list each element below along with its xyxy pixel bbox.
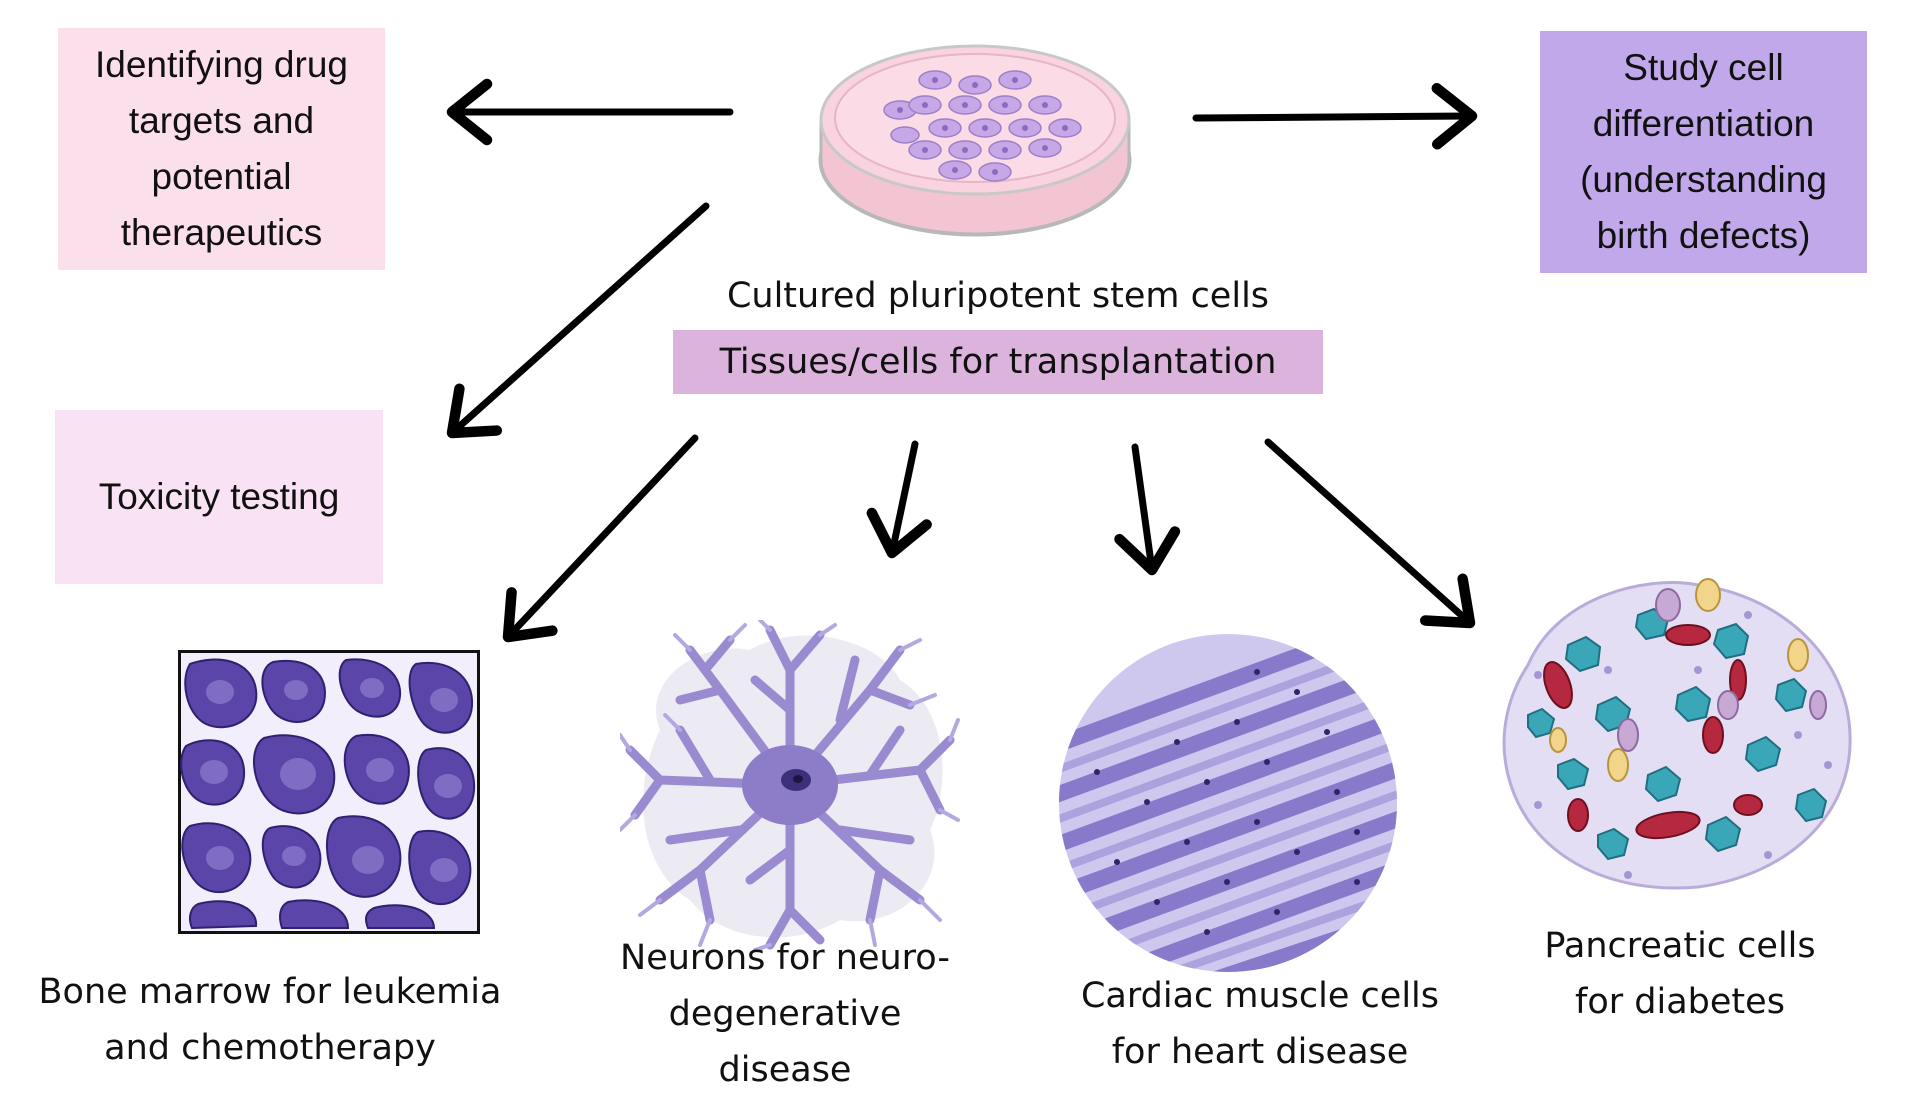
bone-marrow-icon <box>178 650 480 934</box>
cell-differentiation-text: Study cell differentiation (understandin… <box>1580 47 1827 256</box>
arrow-to-pancreas <box>1264 438 1476 629</box>
arrow-to-neurons <box>866 440 932 559</box>
neuron-icon <box>620 620 960 950</box>
bone-marrow-caption: Bone marrow for leukemia and chemotherap… <box>38 972 502 1068</box>
transplantation-text: Tissues/cells for transplantation <box>719 342 1277 382</box>
drug-targets-text: Identifying drug targets and potential t… <box>94 44 348 253</box>
cardiac-muscle-icon <box>1059 634 1397 972</box>
toxicity-testing-text: Toxicity testing <box>98 476 340 517</box>
stem-cells-caption: Cultured pluripotent stem cells <box>726 276 1270 316</box>
cell-differentiation-box: Study cell differentiation (understandin… <box>1540 31 1867 273</box>
pancreatic-caption: Pancreatic cells for diabetes <box>1544 926 1816 1022</box>
neurons-caption: Neurons for neuro- degenerative disease <box>620 938 950 1090</box>
arrow-to-toxicity <box>446 202 710 439</box>
transplantation-box: Tissues/cells for transplantation <box>673 330 1323 394</box>
arrow-to-bone-marrow <box>502 434 699 643</box>
toxicity-testing-box: Toxicity testing <box>55 410 383 584</box>
arrow-to-differentiation <box>1192 83 1478 150</box>
drug-targets-box: Identifying drug targets and potential t… <box>58 28 385 270</box>
pancreatic-islet-icon <box>1502 578 1852 890</box>
petri-dish-icon <box>818 44 1132 237</box>
cardiac-caption: Cardiac muscle cells for heart disease <box>1080 976 1439 1072</box>
arrow-to-cardiac <box>1114 443 1181 576</box>
